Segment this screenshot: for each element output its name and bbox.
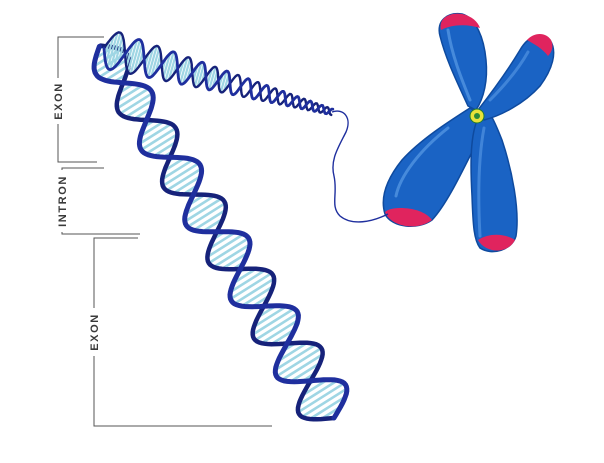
exon-label-bottom: EXON <box>89 313 101 351</box>
centromere-core <box>474 113 480 119</box>
base-pair <box>116 87 150 110</box>
telomere-upper-left <box>440 13 480 30</box>
base-pair <box>165 167 203 192</box>
chromosome-icon <box>382 12 555 253</box>
chromosome-arm-upper-left <box>438 12 488 111</box>
base-pair <box>184 194 216 216</box>
base-pair <box>260 319 299 345</box>
base-pair <box>297 382 345 414</box>
base-pair <box>184 197 223 223</box>
base-pair <box>297 379 339 407</box>
base-pair <box>140 127 177 151</box>
base-pair <box>229 268 266 294</box>
base-pair <box>213 243 251 269</box>
base-pair <box>139 120 165 138</box>
base-pair <box>164 51 175 82</box>
backbone-strand-front <box>91 43 350 421</box>
base-pair <box>309 395 346 421</box>
dna-double-helix-icon <box>91 31 350 422</box>
base-pair <box>182 58 192 85</box>
base-pair <box>289 361 321 383</box>
base-pair <box>280 353 324 382</box>
telomere-lower-right <box>478 234 515 251</box>
base-pair <box>241 285 274 308</box>
base-pair <box>153 141 177 158</box>
exon-label-top: EXON <box>53 82 65 120</box>
base-pair <box>186 202 226 229</box>
base-pair <box>229 272 273 301</box>
intron-label: INTRON <box>57 175 69 227</box>
base-pair <box>301 387 348 419</box>
segment-labels: EXON INTRON EXON <box>50 78 102 356</box>
base-pair <box>161 158 194 181</box>
base-pair <box>104 64 130 82</box>
base-pair <box>119 92 154 115</box>
base-pair <box>192 209 227 232</box>
base-pair <box>275 346 322 378</box>
telomere-upper-right <box>527 34 553 56</box>
base-pair <box>116 84 144 103</box>
base-pair <box>109 32 122 70</box>
base-pair <box>112 35 124 69</box>
base-pair <box>193 62 203 87</box>
base-pair <box>150 47 161 78</box>
base-pair <box>196 63 206 87</box>
base-pair <box>179 57 189 84</box>
dna-thread <box>331 110 389 223</box>
intron-bracket <box>61 167 140 235</box>
base-pair <box>162 162 200 188</box>
base-pair <box>252 307 295 336</box>
base-pair <box>253 305 288 328</box>
base-pair <box>162 53 172 78</box>
base-pair <box>206 233 245 258</box>
base-pair <box>106 32 119 69</box>
base-pair <box>221 251 249 271</box>
base-pair <box>124 98 154 119</box>
base-pair <box>167 54 177 80</box>
base-pair <box>208 66 217 91</box>
base-pair <box>254 312 299 342</box>
backbone-strand-upper-front <box>102 38 335 116</box>
base-pair <box>133 43 144 73</box>
base-pair <box>277 341 308 363</box>
exon-bracket-bottom <box>93 237 272 427</box>
base-pair <box>233 277 275 305</box>
base-pair <box>208 236 250 265</box>
base-pair <box>104 35 115 64</box>
base-pair <box>147 45 158 78</box>
base-pair <box>126 39 139 73</box>
base-pair <box>274 343 317 372</box>
base-pair <box>129 39 142 75</box>
base-pair <box>138 122 172 146</box>
base-pair <box>208 231 237 250</box>
base-pair <box>219 70 228 93</box>
base-pair <box>172 174 202 195</box>
telomere-lower-left <box>385 208 432 227</box>
base-pair <box>144 47 155 74</box>
base-pair <box>125 43 134 67</box>
base-pair <box>145 133 179 156</box>
